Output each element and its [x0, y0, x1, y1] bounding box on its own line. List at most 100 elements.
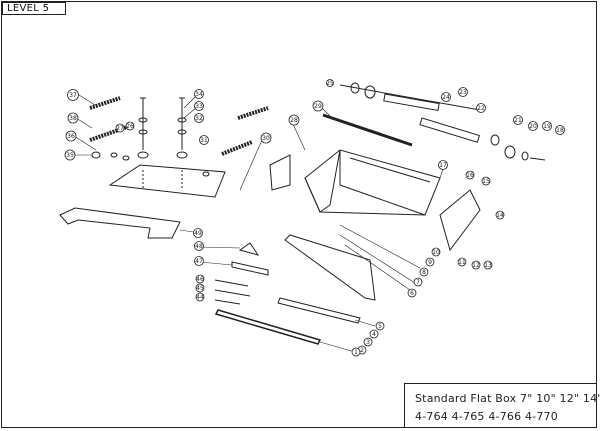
title-part-numbers: 4-764 4-765 4-766 4-770	[415, 410, 558, 423]
svg-text:15: 15	[482, 178, 490, 185]
callout: 31	[199, 135, 209, 145]
strip-lower	[277, 297, 361, 324]
svg-text:19: 19	[543, 123, 551, 130]
callout: 26	[125, 121, 135, 131]
callout: 5	[375, 321, 385, 331]
callout: 28	[288, 114, 300, 126]
svg-text:22: 22	[477, 105, 485, 112]
level-label: LEVEL 5	[2, 2, 66, 15]
callout: 30	[260, 132, 272, 144]
box-body	[304, 149, 441, 216]
svg-text:29: 29	[314, 103, 322, 110]
svg-text:27: 27	[116, 125, 124, 132]
callout: 29	[312, 100, 324, 112]
svg-text:16: 16	[466, 172, 474, 179]
svg-text:9: 9	[428, 259, 432, 266]
svg-text:20: 20	[529, 123, 537, 130]
svg-text:44: 44	[196, 294, 204, 301]
svg-text:12: 12	[472, 262, 480, 269]
strip-upper	[231, 261, 269, 276]
leader-lines	[73, 94, 445, 353]
svg-text:34: 34	[195, 91, 203, 98]
svg-text:21: 21	[514, 117, 522, 124]
svg-text:4: 4	[372, 331, 376, 338]
svg-text:11: 11	[458, 259, 466, 266]
callout: 9	[425, 257, 435, 267]
svg-text:25: 25	[326, 80, 334, 87]
svg-text:49: 49	[194, 230, 202, 237]
handle-bar	[59, 207, 181, 239]
svg-text:8: 8	[422, 269, 426, 276]
callout: 47	[194, 256, 204, 266]
callout: 34	[194, 89, 204, 99]
callout: 45	[195, 283, 205, 293]
svg-text:7: 7	[416, 279, 420, 286]
svg-text:28: 28	[290, 117, 298, 124]
callout: 18	[555, 125, 565, 135]
rod-part	[322, 113, 413, 147]
callout: 12	[471, 260, 481, 270]
callout: 24	[441, 92, 451, 102]
callout: 13	[483, 260, 493, 270]
svg-text:10: 10	[432, 249, 440, 256]
svg-text:17: 17	[439, 162, 447, 169]
svg-text:2: 2	[360, 347, 364, 354]
svg-text:5: 5	[378, 323, 382, 330]
callout: 15	[481, 176, 491, 186]
callout: 21	[513, 115, 523, 125]
callout: 46	[195, 274, 205, 284]
svg-text:6: 6	[410, 290, 414, 297]
callout: 49	[193, 228, 203, 238]
blade-edge	[214, 309, 322, 345]
spring-part	[89, 96, 269, 156]
svg-text:26: 26	[126, 123, 134, 130]
callout: 19	[542, 121, 552, 131]
callout: 11	[457, 257, 467, 267]
svg-text:3: 3	[366, 339, 370, 346]
title-block: Standard Flat Box 7" 10" 12" 14" 4-764 4…	[404, 383, 600, 428]
side-plate-right	[439, 189, 481, 252]
callout: 38	[67, 112, 79, 124]
callout: 32	[194, 113, 204, 123]
svg-text:24: 24	[442, 94, 450, 101]
top-plate	[108, 164, 226, 198]
svg-text:46: 46	[196, 276, 204, 283]
callout: 4	[369, 329, 379, 339]
callout: 33	[194, 101, 204, 111]
title-product-name: Standard Flat Box 7" 10" 12" 14"	[415, 392, 600, 405]
callout: 10	[431, 247, 441, 257]
callout: 36	[65, 130, 77, 142]
svg-text:31: 31	[200, 137, 208, 144]
callout: 1	[351, 347, 361, 357]
svg-text:18: 18	[556, 127, 564, 134]
callout: 48	[194, 241, 204, 251]
svg-text:30: 30	[262, 135, 270, 142]
callout: 35	[64, 149, 76, 161]
blade-part	[284, 234, 376, 301]
callout: 3	[363, 337, 373, 347]
bracket-part	[238, 242, 260, 256]
callout: 27	[115, 123, 125, 133]
svg-text:33: 33	[195, 103, 203, 110]
svg-text:32: 32	[195, 115, 203, 122]
svg-text:1: 1	[354, 349, 358, 356]
callout: 23	[458, 87, 468, 97]
svg-text:35: 35	[66, 152, 74, 159]
axle-assembly	[339, 82, 546, 161]
svg-text:38: 38	[69, 115, 77, 122]
callout: 17	[438, 160, 448, 170]
svg-text:13: 13	[484, 262, 492, 269]
svg-text:37: 37	[69, 92, 77, 99]
callout: 37	[67, 89, 79, 101]
callout: 20	[528, 121, 538, 131]
callout: 7	[413, 277, 423, 287]
callout: 16	[465, 170, 475, 180]
bolt-part	[140, 97, 185, 190]
svg-text:45: 45	[196, 285, 204, 292]
screw-part	[214, 279, 251, 305]
callout: 6	[407, 288, 417, 298]
svg-text:48: 48	[195, 243, 203, 250]
callout: 22	[476, 103, 486, 113]
